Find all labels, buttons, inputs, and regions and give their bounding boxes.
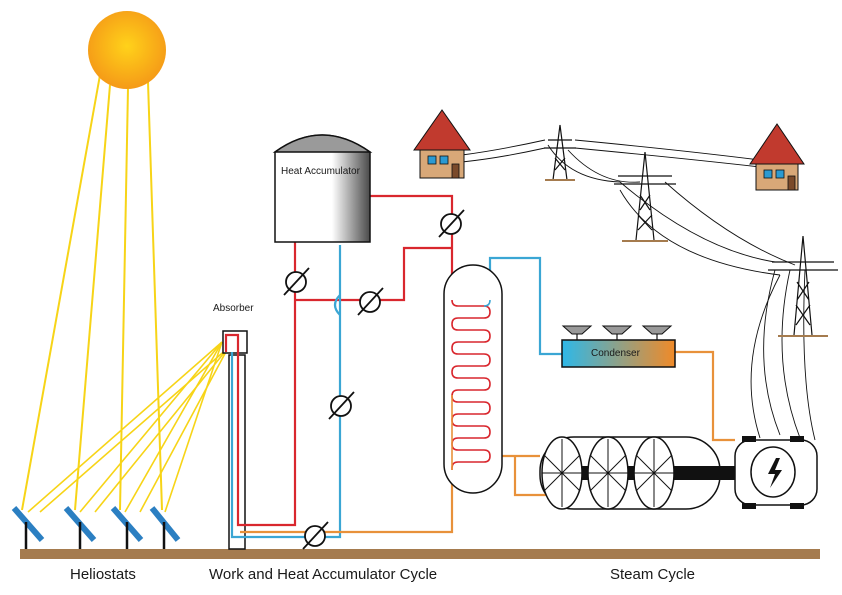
pylon-icon — [614, 151, 676, 242]
condenser-label: Condenser — [591, 348, 640, 359]
lightning-icon — [768, 458, 782, 488]
house-icon — [749, 123, 805, 191]
sun-icon — [88, 11, 166, 89]
valve-icon — [357, 287, 384, 316]
heliostats-label: Heliostats — [70, 566, 136, 583]
heliostat-icon — [11, 506, 45, 549]
ground — [20, 549, 820, 559]
condenser-unit — [561, 325, 676, 368]
steam-cycle-label: Steam Cycle — [610, 566, 696, 583]
reflected-rays — [27, 341, 229, 513]
heat-accumulator-label: Heat Accumulator — [281, 166, 360, 177]
pylon-icon — [544, 124, 576, 181]
generator — [734, 436, 818, 509]
heliostat-icon — [149, 506, 181, 549]
sun-rays — [21, 74, 163, 511]
valve-icon — [302, 521, 329, 550]
heat-accumulator-tank — [272, 134, 373, 243]
absorber-tower — [222, 330, 248, 550]
heat-exchanger — [443, 264, 503, 494]
valve-icon — [283, 267, 310, 296]
turbine — [539, 436, 750, 510]
power-lines — [461, 139, 816, 441]
heliostat-icon — [110, 506, 144, 549]
valve-icon — [328, 391, 355, 420]
absorber-label: Absorber — [213, 303, 254, 314]
hot-loop — [224, 194, 470, 527]
turbine-wheel-icon — [633, 436, 675, 510]
turbine-wheel-icon — [587, 436, 629, 510]
valve-icon — [438, 209, 465, 238]
cold-loop — [230, 245, 562, 539]
pylon-icon — [768, 235, 838, 337]
turbine-wheel-icon — [541, 436, 583, 510]
cycle-label: Work and Heat Accumulator Cycle — [209, 566, 438, 583]
house-icon — [413, 109, 471, 179]
heliostat-icon — [63, 506, 97, 549]
